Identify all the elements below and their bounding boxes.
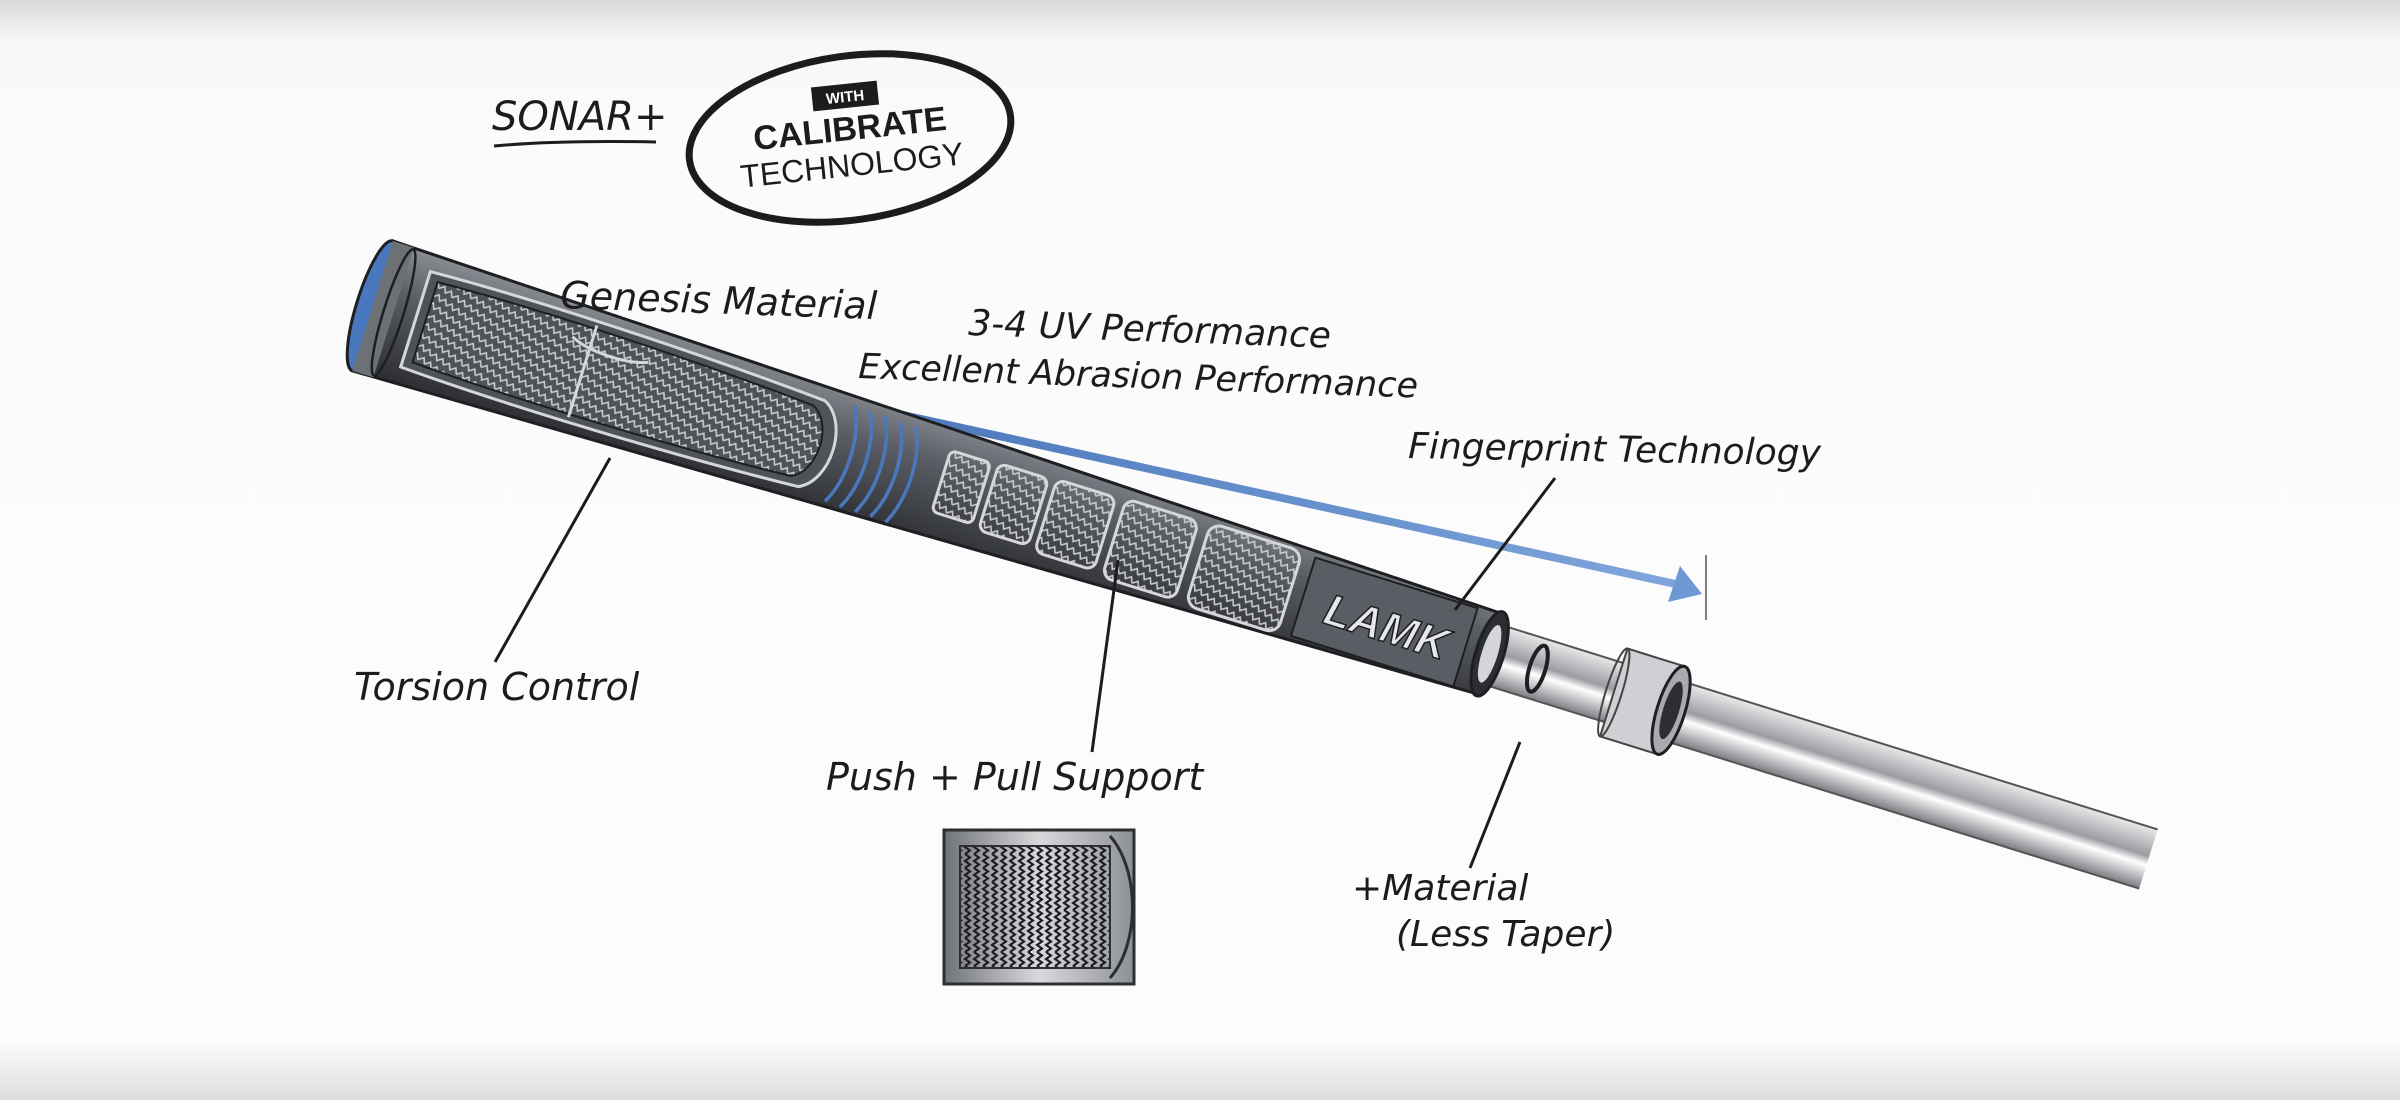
abrasion-label: Excellent Abrasion Performance: [858, 347, 1419, 407]
push-pull-panels: [931, 450, 1302, 633]
badge-tag: [810, 80, 880, 112]
end-collar: [1469, 610, 1692, 756]
grip-assembly: LAMK: [345, 239, 2158, 890]
brand-header: SONAR+ WITH CALIBRATE TECHNOLOGY: [492, 50, 1015, 226]
blue-ribs: [823, 405, 919, 524]
push-pull-leader: [1090, 559, 1120, 753]
shaft: [1470, 620, 2158, 890]
badge-small-text: WITH: [825, 87, 865, 108]
uv-label: 3-4 UV Performance: [968, 303, 1332, 357]
torsion-panel: [398, 269, 838, 489]
logo-area: LAMK: [1289, 556, 1479, 688]
taper-label: (Less Taper): [1396, 914, 1615, 955]
badge-ellipse: [685, 50, 1015, 226]
product-underline: [493, 140, 657, 148]
shaft-body: [1470, 621, 2158, 889]
inset-texture: [959, 845, 1111, 969]
material-leader: [1468, 741, 1522, 869]
torsion-label: Torsion Control: [354, 665, 640, 709]
push-pull-label: Push + Pull Support: [826, 755, 1205, 799]
leader-lines: [493, 457, 1557, 869]
inset-edge: [1108, 835, 1134, 979]
material-label: +Material: [1352, 868, 1528, 909]
push-pull-inset: [942, 828, 1136, 986]
fingerprint-leader: [1453, 477, 1557, 611]
fingerprint-label: Fingerprint Technology: [1408, 426, 1822, 474]
calibrate-badge: WITH CALIBRATE TECHNOLOGY: [685, 50, 1015, 226]
butt-cap: [345, 239, 417, 378]
arrow-head-right: [1668, 566, 1702, 602]
torsion-leader: [493, 457, 612, 663]
product-name: SONAR+: [492, 94, 667, 140]
